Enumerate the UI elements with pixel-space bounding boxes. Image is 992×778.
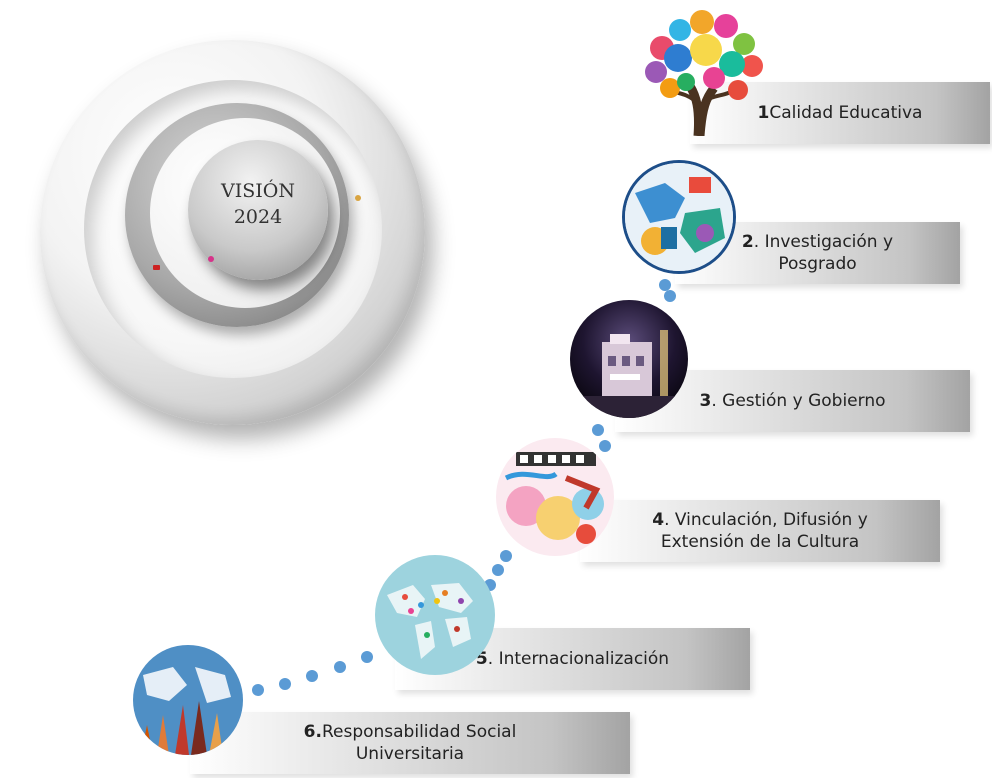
world-map-icon (375, 555, 495, 675)
item-2-text-line2: Posgrado (778, 254, 857, 274)
item-2-number: 2 (741, 232, 754, 252)
vision-title: VISIÓN 2024 (188, 178, 328, 230)
connector-dot (361, 651, 373, 663)
orbit-dot-pink (208, 256, 214, 262)
item-4-number: 4 (652, 510, 665, 530)
connector-dot (664, 290, 676, 302)
item-2-text: Investigación y (764, 232, 894, 252)
connector-dot (334, 661, 346, 673)
culture-icon (496, 438, 614, 556)
tree-icon (645, 10, 763, 136)
connector-dot (306, 670, 318, 682)
hands-globe-icon (133, 645, 243, 755)
item-1-label: 1Calidad Educativa (690, 82, 990, 144)
item-1-number: 1 (757, 103, 770, 123)
connector-dot (659, 279, 671, 291)
item-4-text: Vinculación, Difusión y (674, 510, 868, 530)
item-3-text: Gestión y Gobierno (722, 391, 886, 411)
connector-dot (492, 564, 504, 576)
item-1-text: Calidad Educativa (769, 103, 923, 123)
item-5-text: Internacionalización (498, 649, 670, 669)
connector-dot (599, 440, 611, 452)
building-night-icon (570, 300, 688, 418)
orbit-dot-orange (355, 195, 361, 201)
vision-title-line1: VISIÓN (221, 180, 295, 202)
globe-icon (622, 160, 736, 274)
connector-dot (500, 550, 512, 562)
item-5-number: 5 (475, 649, 488, 669)
item-3-number: 3 (699, 391, 712, 411)
connector-dot (592, 424, 604, 436)
connector-dot (252, 684, 264, 696)
item-6-text: Responsabilidad Social (321, 722, 517, 742)
item-6-number: 6. (303, 722, 322, 742)
item-6-text-line2: Universitaria (355, 744, 465, 764)
vision-title-line2: 2024 (233, 206, 283, 228)
connector-dot (279, 678, 291, 690)
item-4-text-line2: Extensión de la Cultura (660, 532, 860, 552)
orbit-dot-red (153, 265, 160, 270)
